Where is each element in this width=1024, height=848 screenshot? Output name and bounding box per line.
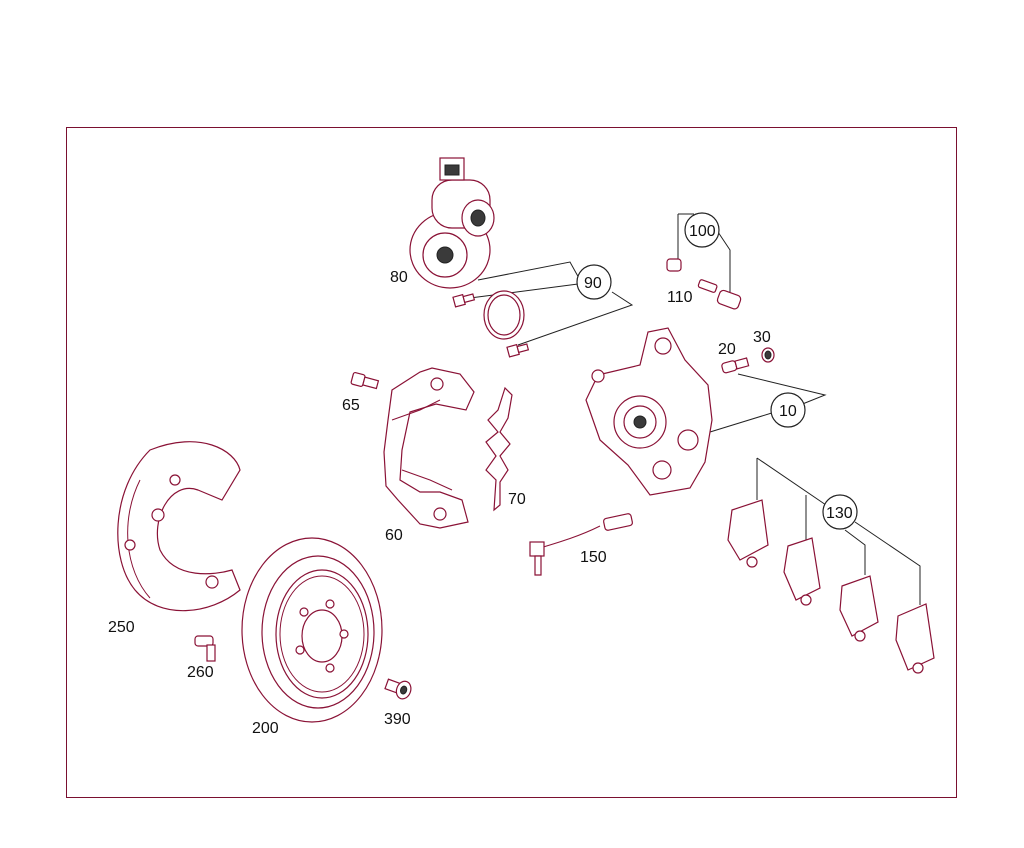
part-130-brake-pad-set[interactable] xyxy=(727,457,935,674)
label-70: 70 xyxy=(508,491,526,508)
part-10-caliper[interactable] xyxy=(585,327,827,496)
label-260: 260 xyxy=(187,664,214,681)
part-90-seal-kit[interactable] xyxy=(452,261,634,358)
label-90: 90 xyxy=(584,275,602,292)
label-110: 110 xyxy=(667,289,693,306)
part-100-guide-bolt-set[interactable] xyxy=(666,212,742,310)
part-80-motor[interactable] xyxy=(409,157,495,289)
part-150-wear-sensor[interactable] xyxy=(529,513,633,576)
diagram-frame xyxy=(66,127,957,798)
label-150: 150 xyxy=(580,549,607,566)
part-250-splash-shield[interactable] xyxy=(117,441,241,612)
label-390: 390 xyxy=(384,711,411,728)
part-70-spring[interactable] xyxy=(485,386,513,512)
part-260-bolt[interactable] xyxy=(194,635,216,662)
label-250: 250 xyxy=(108,619,135,636)
label-30: 30 xyxy=(753,329,771,346)
part-60-caliper-carrier[interactable] xyxy=(383,367,475,529)
label-60: 60 xyxy=(385,527,403,544)
part-200-brake-disc[interactable] xyxy=(241,537,383,723)
label-200: 200 xyxy=(252,720,279,737)
label-65: 65 xyxy=(342,397,360,414)
part-30-dust-cap[interactable] xyxy=(761,347,775,363)
part-20-bleed-screw[interactable] xyxy=(721,357,750,374)
label-100: 100 xyxy=(689,223,716,240)
part-390-screw[interactable] xyxy=(384,675,414,700)
label-20: 20 xyxy=(718,341,736,358)
label-130: 130 xyxy=(826,505,853,522)
part-65-bolt[interactable] xyxy=(350,371,380,390)
label-10: 10 xyxy=(779,403,797,420)
label-80: 80 xyxy=(390,269,408,286)
